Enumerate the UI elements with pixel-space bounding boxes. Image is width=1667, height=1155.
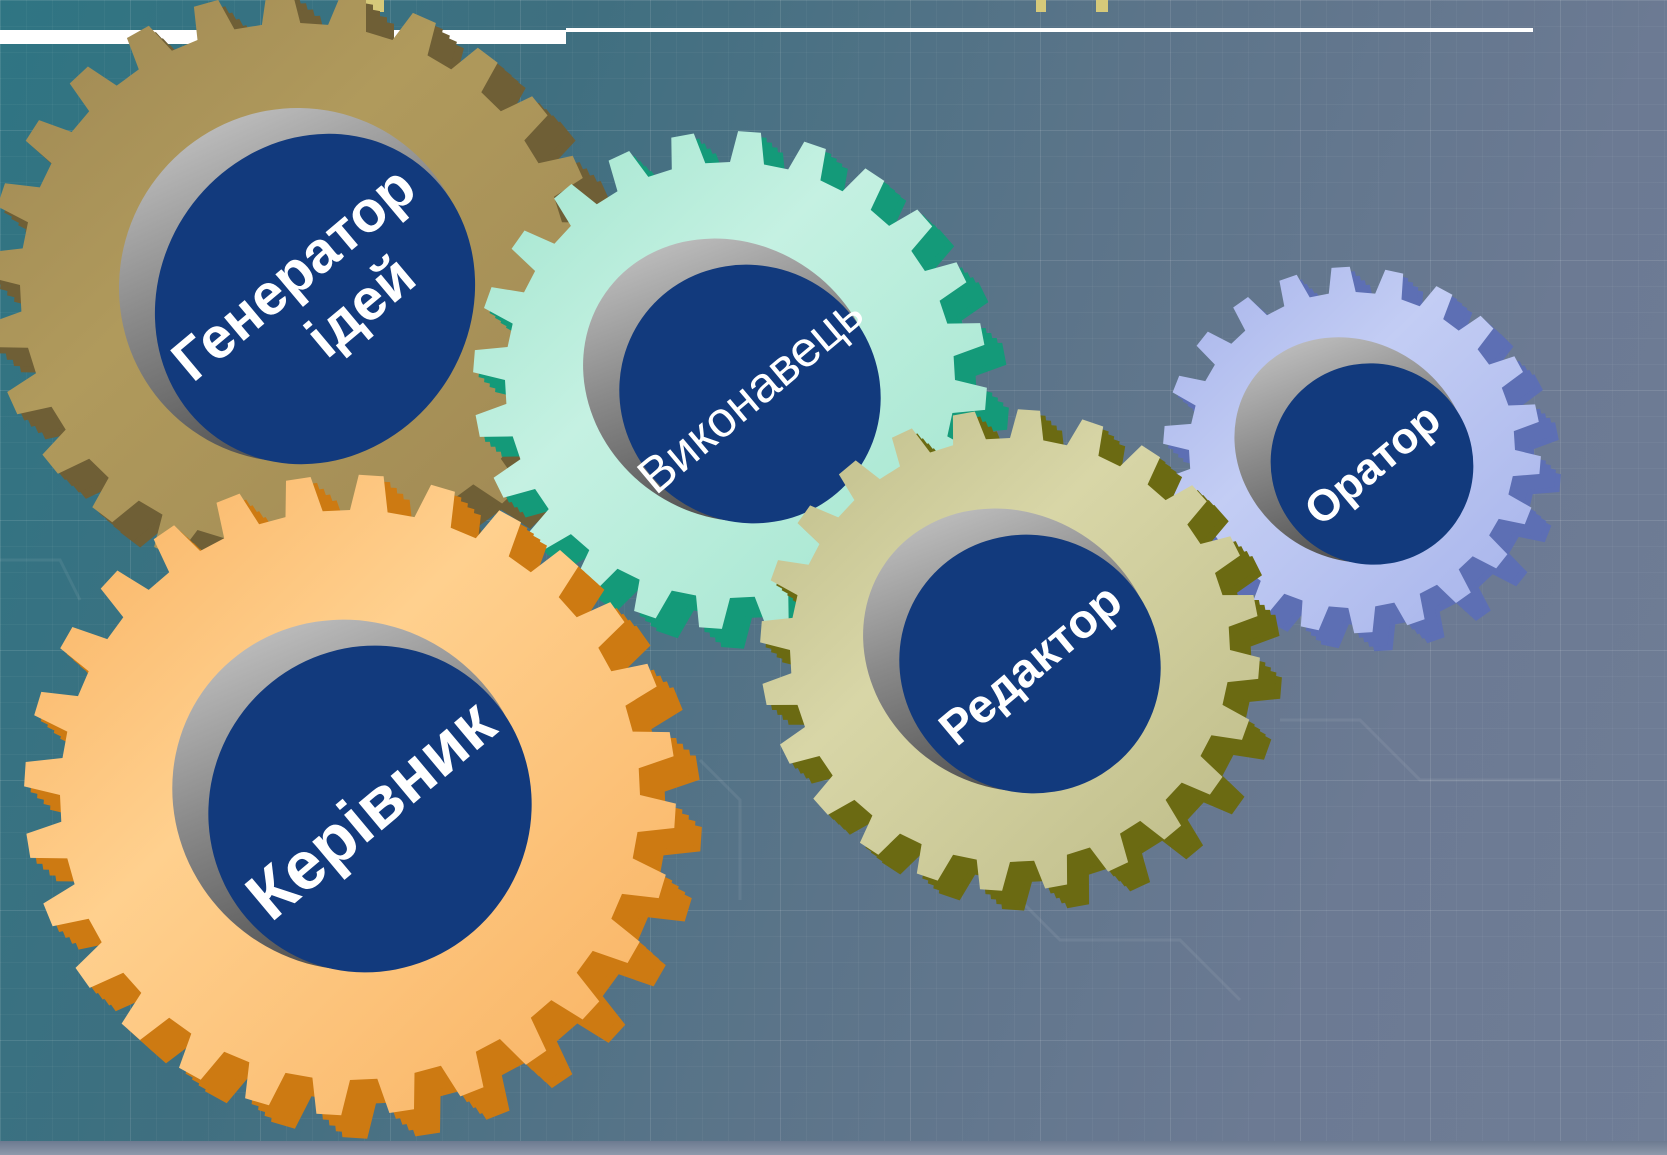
title-fragment [1036, 0, 1046, 12]
gear-editor: Редактор [760, 409, 1282, 911]
bottom-strip [0, 1141, 1667, 1155]
header-rule-thin [566, 28, 1533, 32]
gear-hub [619, 264, 881, 524]
gear-leader: Керівник [24, 474, 702, 1139]
gear-orator: Оратор [1163, 266, 1561, 652]
gear-generator: Генераторідей [0, 0, 632, 605]
gear-hub [1270, 363, 1474, 565]
title-fragment [1096, 0, 1108, 12]
gear-hub [208, 645, 532, 973]
gear-hub [154, 133, 476, 465]
gear-hub [899, 534, 1161, 794]
